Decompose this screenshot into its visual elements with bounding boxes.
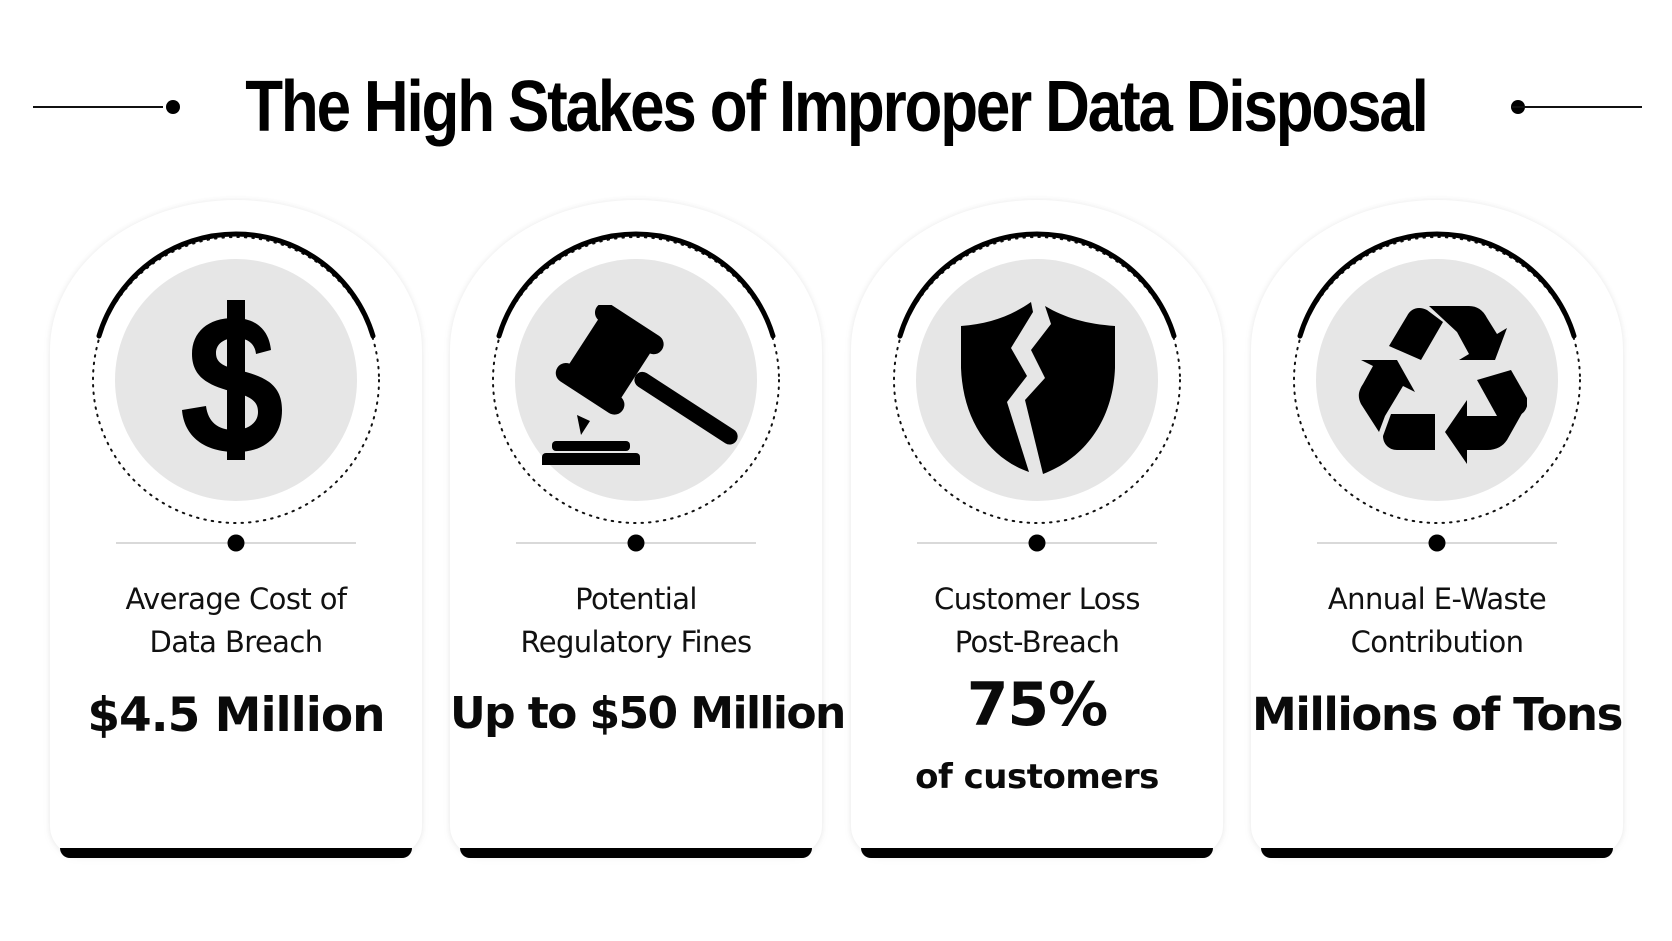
stat-label-line: Annual E-Waste	[1327, 582, 1547, 616]
recycle-icon	[1358, 306, 1527, 464]
stat-value: 75%	[966, 670, 1109, 740]
stat-label-line: Data Breach	[149, 625, 324, 659]
stat-card-customer-loss: Customer Loss Post-Breach 75% of custome…	[851, 200, 1223, 858]
stat-value: Up to $50 Million	[450, 688, 846, 739]
stat-label-line: Post-Breach	[954, 625, 1120, 659]
stat-label-line: Potential	[575, 582, 697, 616]
title-rule-dot-left	[166, 100, 180, 114]
card-base-bar	[60, 848, 412, 858]
page-title: The High Stakes of Improper Data Disposa…	[245, 67, 1429, 147]
card-base-bar	[460, 848, 812, 858]
stat-label-line: Regulatory Fines	[520, 625, 752, 659]
card-base-bar	[1261, 848, 1613, 858]
gavel-icon	[542, 305, 738, 465]
emblem-frame	[893, 231, 1181, 552]
stat-label: Annual E-Waste Contribution	[1251, 578, 1623, 664]
stat-card-data-breach-cost: Average Cost of Data Breach $4.5 Million	[50, 200, 422, 858]
stat-card-e-waste: Annual E-Waste Contribution Millions of …	[1251, 200, 1624, 858]
title-rule-right	[1512, 106, 1642, 108]
stat-label: Customer Loss Post-Breach	[851, 578, 1223, 664]
broken-shield-icon	[961, 302, 1115, 474]
stat-label-line: Average Cost of	[125, 582, 348, 616]
stat-label: Average Cost of Data Breach	[50, 578, 422, 664]
stat-label-line: Customer Loss	[934, 582, 1141, 616]
stat-value: $4.5 Million	[87, 688, 385, 743]
dollar-sign-icon	[182, 300, 282, 460]
title-rule-left	[33, 106, 163, 108]
stat-value-subtext: of customers	[915, 757, 1159, 797]
title-row: The High Stakes of Improper Data Disposa…	[0, 62, 1672, 152]
card-base-bar	[861, 848, 1213, 858]
stat-card-regulatory-fines: Potential Regulatory Fines Up to $50 Mil…	[450, 200, 846, 858]
stat-value: Millions of Tons	[1251, 688, 1624, 741]
stat-label-line: Contribution	[1350, 625, 1524, 659]
stat-label: Potential Regulatory Fines	[450, 578, 822, 664]
